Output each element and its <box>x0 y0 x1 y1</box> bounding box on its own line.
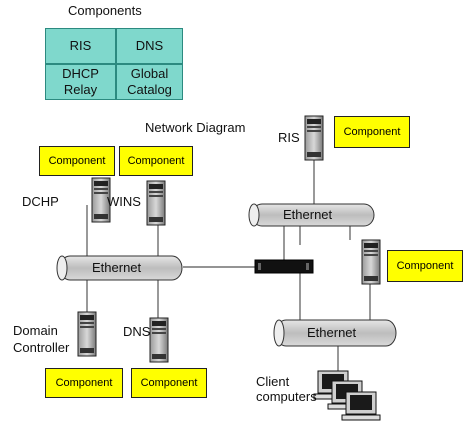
ethernet-label-lower: Ethernet <box>307 325 357 340</box>
component-box-dchp: Component <box>39 146 115 176</box>
network-diagram-title: Network Diagram <box>145 120 246 135</box>
server-dns <box>149 317 169 363</box>
components-title: Components <box>68 3 142 18</box>
ethernet-label-left: Ethernet <box>92 260 142 275</box>
ethernet-label-upper: Ethernet <box>283 207 333 222</box>
component-cell-dhcp-relay: DHCP Relay <box>45 64 116 100</box>
network-switch <box>254 259 314 274</box>
component-cell-dns: DNS <box>116 28 183 64</box>
client-computers <box>313 370 381 421</box>
component-box-ris: Component <box>334 116 410 148</box>
component-box-domain-controller: Component <box>45 368 123 398</box>
ethernet-segment-upper <box>248 203 375 227</box>
server-wins <box>146 180 166 226</box>
component-box-right: Component <box>387 250 463 282</box>
server-ris <box>304 115 324 161</box>
label-dchp: DCHP <box>22 194 59 209</box>
server-right <box>361 239 381 285</box>
component-box-dns: Component <box>131 368 207 398</box>
component-box-wins: Component <box>119 146 193 176</box>
label-dns: DNS <box>123 324 151 339</box>
label-wins: WINS <box>107 194 141 209</box>
label-ris: RIS <box>278 130 300 145</box>
server-domain-controller <box>77 311 97 357</box>
label-domain-controller: Domain Controller <box>13 323 70 355</box>
component-cell-ris: RIS <box>45 28 116 64</box>
component-cell-global-catalog: Global Catalog <box>116 64 183 100</box>
ethernet-segment-lower <box>273 319 397 347</box>
ethernet-segment-left <box>56 255 183 281</box>
label-client-computers: Client computers <box>256 374 317 404</box>
